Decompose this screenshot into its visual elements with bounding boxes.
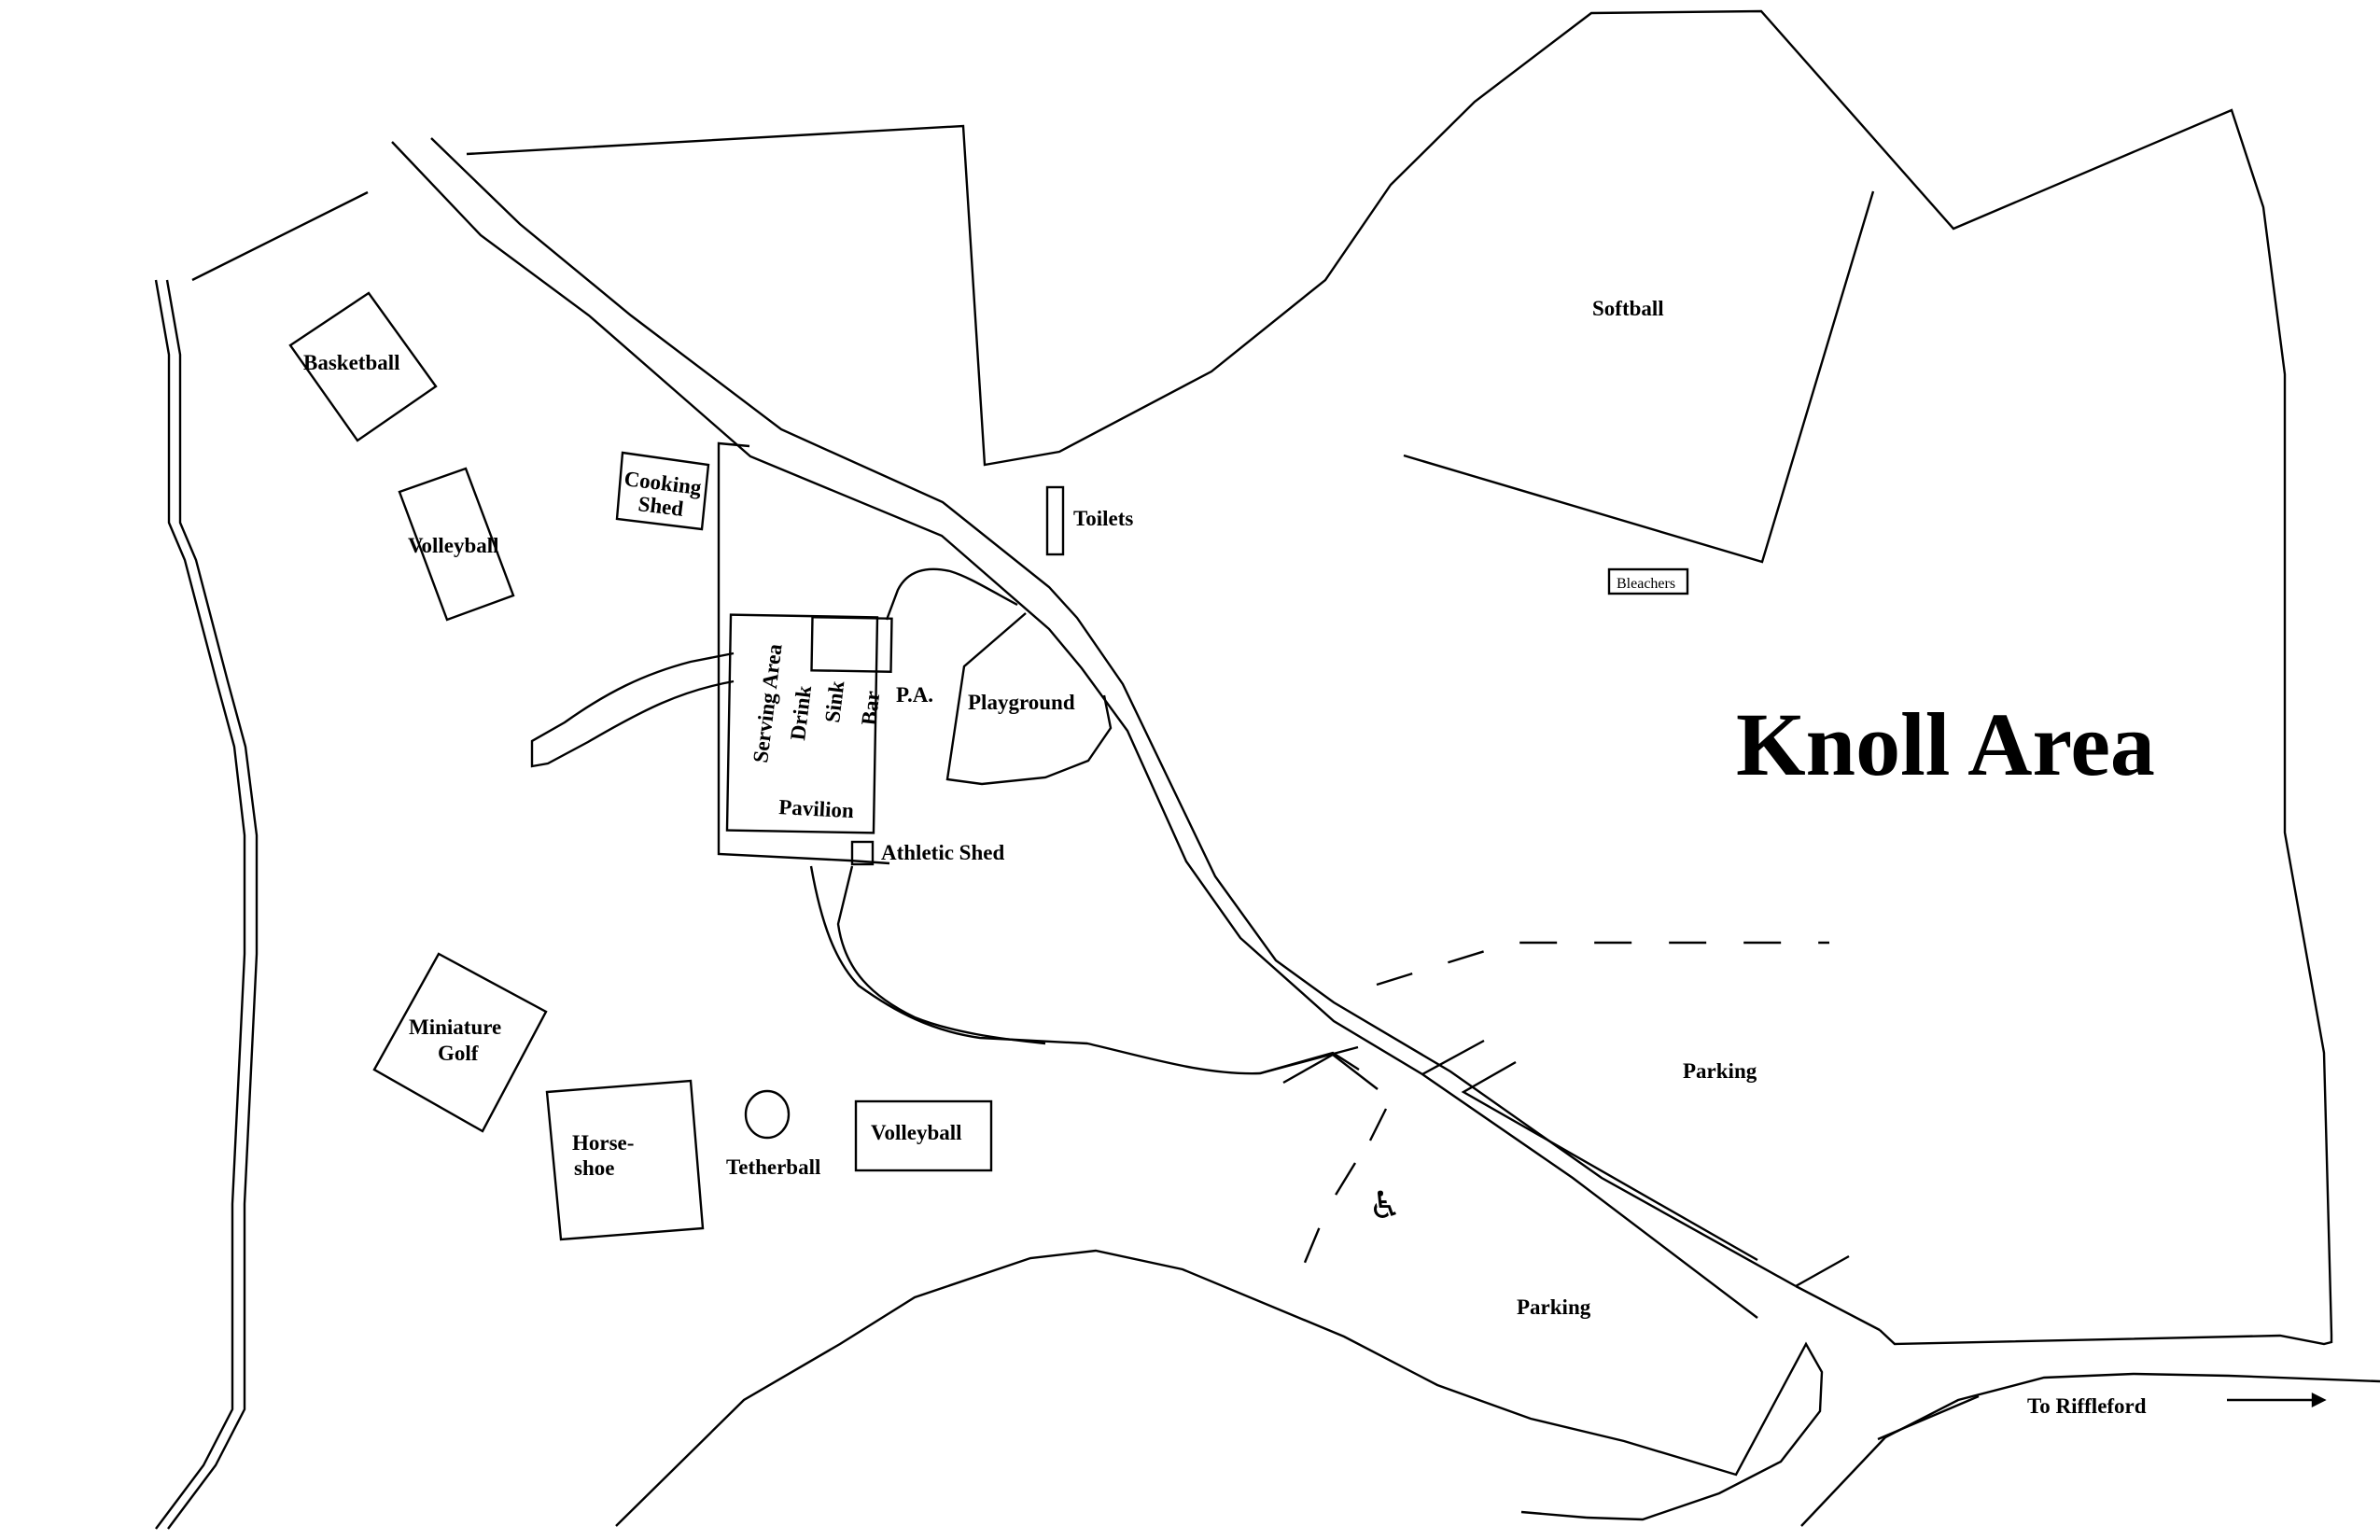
playground-loop	[885, 567, 1018, 621]
tetherball-pole	[744, 1089, 791, 1140]
bar-label: Bar	[857, 690, 884, 727]
volleyball-south-label: Volleyball	[871, 1121, 962, 1144]
athletic-shed	[850, 840, 875, 866]
parking-east-label: Parking	[1683, 1059, 1757, 1083]
tetherball-label: Tetherball	[726, 1155, 820, 1179]
to-riffleford-label: To Riffleford	[2027, 1394, 2147, 1418]
bleachers	[1607, 567, 1689, 595]
toilets-label: Toilets	[1073, 507, 1133, 530]
pavilion-label: Pavilion	[778, 795, 855, 822]
volleyball-north-label: Volleyball	[408, 534, 499, 557]
access-dash-1	[1368, 1108, 1388, 1141]
horseshoe-label-2: shoe	[574, 1156, 614, 1180]
athletic-shed-label: Athletic Shed	[881, 841, 1004, 864]
parking-entry-left	[1421, 1039, 1485, 1076]
parking-entry-right	[1795, 1254, 1850, 1288]
south-footpath	[809, 865, 1359, 1075]
horseshoe-pit	[545, 1079, 705, 1241]
cooking-shed	[615, 451, 710, 531]
softball-label: Softball	[1592, 297, 1664, 320]
miniature-golf-course	[372, 952, 548, 1133]
pa-label: P.A.	[896, 683, 933, 707]
volleyball-south-court	[854, 1099, 993, 1172]
road-spur-2	[1282, 1053, 1379, 1090]
bleachers-label: Bleachers	[1617, 576, 1675, 592]
serving-area-label: Serving Area	[749, 642, 786, 764]
riffleford-road	[1800, 1372, 2380, 1527]
horseshoe-label-1: Horse-	[572, 1131, 634, 1155]
basketball-label: Basketball	[303, 351, 400, 374]
map-title: Knoll Area	[1736, 694, 2155, 794]
west-boundary	[154, 279, 259, 1530]
pavilion-bar-box	[810, 616, 893, 673]
south-boundary	[615, 1249, 1824, 1527]
parking-south-label: Parking	[1517, 1295, 1591, 1319]
miniature-golf-label-2: Golf	[438, 1042, 479, 1065]
playground-label: Playground	[968, 691, 1075, 714]
wheelchair-icon: ♿	[1368, 1184, 1402, 1227]
pavilion-outer	[717, 441, 890, 865]
south-parking-loop	[1795, 1284, 1881, 1332]
volleyball-north-court	[398, 467, 515, 622]
north-boundary	[466, 9, 2333, 1346]
cooking-shed-label-2: Shed	[637, 492, 684, 521]
parking-lot-edge	[1461, 1060, 1758, 1262]
road-spur	[1259, 1051, 1360, 1075]
sink-label: Sink	[820, 679, 848, 724]
riffleford-arrow	[2227, 1393, 2327, 1407]
playground-area	[945, 612, 1113, 786]
access-dash-2	[1300, 1162, 1357, 1270]
northwest-edge	[191, 190, 369, 282]
south-parking-line	[1520, 1510, 1588, 1519]
toilets-building	[1045, 485, 1065, 556]
drink-label: Drink	[786, 684, 816, 742]
pavilion-inner	[725, 613, 879, 834]
basketball-court	[288, 291, 438, 442]
south-footpath-inner	[836, 865, 1046, 1045]
parking-dashed-line	[1376, 941, 1829, 987]
softball-field	[1403, 190, 1875, 564]
pavilion-west-path	[530, 651, 735, 768]
miniature-golf-label-1: Miniature	[409, 1015, 501, 1039]
